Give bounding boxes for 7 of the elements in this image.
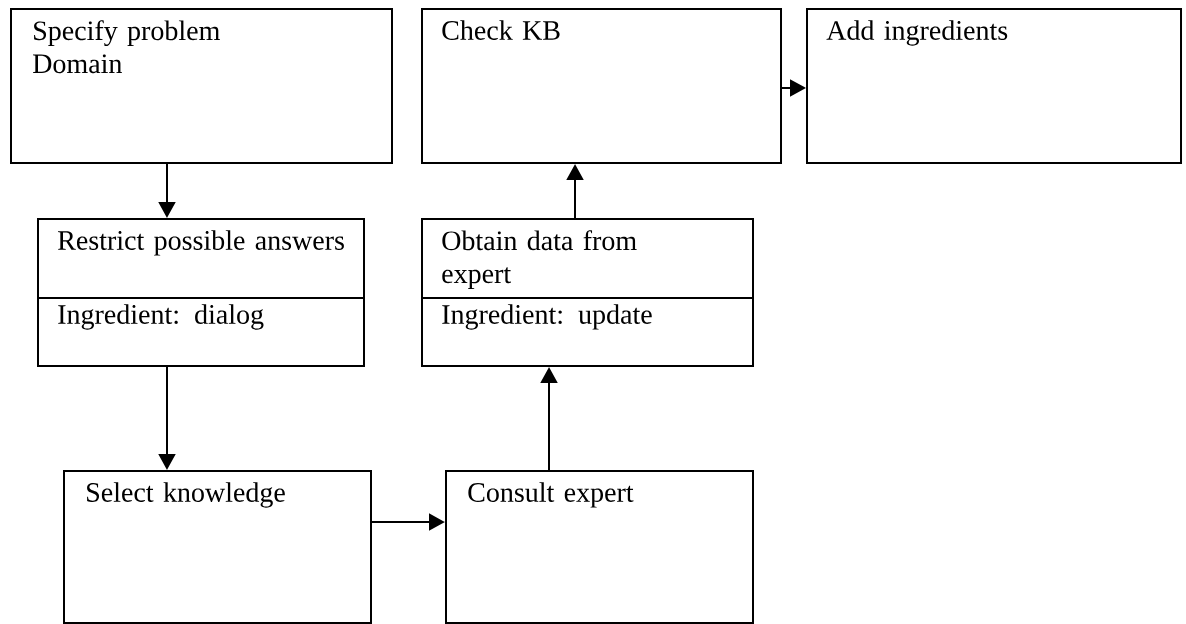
process-box: Obtain data from expert Ingredient: update (420, 218, 754, 367)
process-box: Select knowledge (63, 470, 372, 624)
process-box: Check KB (421, 8, 782, 164)
process-box: Add ingredients (806, 8, 1182, 164)
process-box: Consult expert (445, 470, 754, 624)
process-box: Specify problem Domain (10, 8, 393, 164)
process-box: Restrict possible answers Ingredient: dialog (36, 218, 365, 367)
